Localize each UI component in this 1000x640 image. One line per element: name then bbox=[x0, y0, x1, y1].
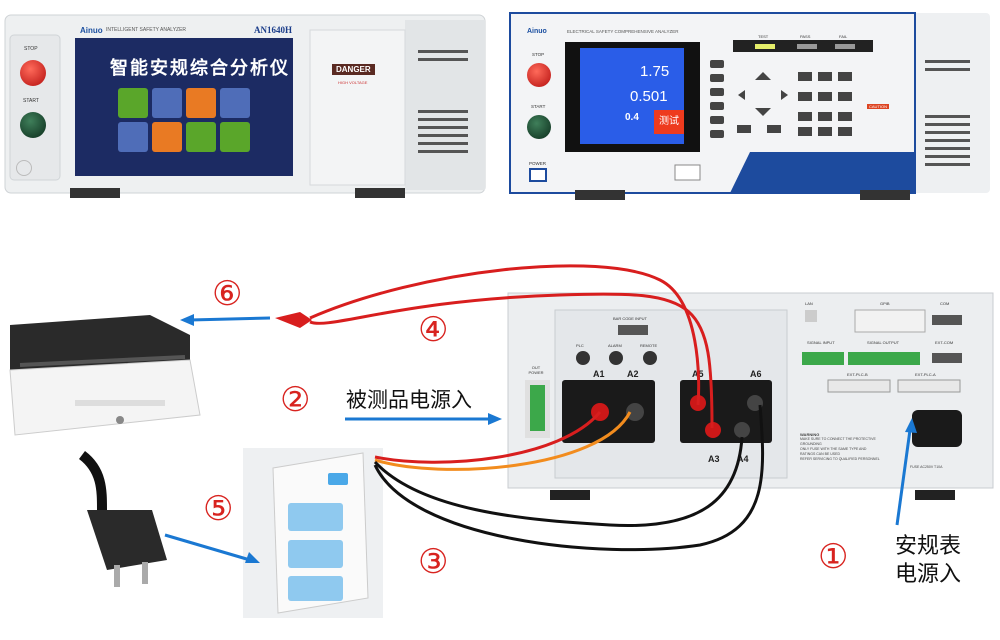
reading-1: 1.75 bbox=[640, 63, 670, 80]
ext-com-label: EXT-COM bbox=[935, 340, 954, 345]
front-analyzer-left: STOP START Ainuo INTELLIGENT SAFETY ANAL… bbox=[0, 10, 500, 200]
app-icon[interactable] bbox=[186, 122, 216, 152]
front-analyzer-right: Ainuo ELECTRICAL SAFETY COMPREHENSIVE AN… bbox=[505, 10, 1000, 200]
out-power-label: OUT POWER bbox=[528, 365, 544, 375]
rear-panel: BAR CODE INPUT PLC ALARM REMOTE OUT POWE… bbox=[505, 290, 995, 500]
screen-title: 智能安规综合分析仪 bbox=[110, 58, 290, 78]
alligator-clip bbox=[275, 312, 312, 328]
start-label: START bbox=[23, 98, 39, 104]
start-button[interactable] bbox=[527, 115, 551, 139]
port-alarm: ALARM bbox=[608, 343, 622, 348]
reading-2: 0.501 bbox=[630, 88, 668, 105]
app-icon[interactable] bbox=[118, 122, 148, 152]
app-icon[interactable] bbox=[220, 88, 250, 118]
brand-logo: Ainuo bbox=[527, 28, 547, 35]
terminal-a4: A4 bbox=[737, 454, 749, 464]
stop-button[interactable] bbox=[20, 60, 46, 86]
power-button[interactable] bbox=[16, 160, 32, 176]
com-label: COM bbox=[940, 301, 950, 306]
dut-power-in-label: 被测品电源入 bbox=[346, 388, 472, 412]
tester-power-in-label: 安规表 电源入 bbox=[895, 533, 961, 588]
indicator-fail: FAIL bbox=[839, 34, 848, 39]
warning-line: GROUNDING bbox=[800, 442, 822, 446]
stop-button[interactable] bbox=[527, 63, 551, 87]
signal-input-label: SIGNAL INPUT bbox=[807, 340, 835, 345]
high-voltage-label: HIGH VOLTAGE bbox=[338, 80, 368, 85]
ext-plc-a-label: EXT-PLC-A bbox=[915, 372, 936, 377]
app-icon[interactable] bbox=[152, 88, 182, 118]
danger-label: DANGER bbox=[332, 64, 375, 75]
app-icon[interactable] bbox=[220, 122, 250, 152]
warning-line: MAKE SURE TO CONNECT THE PROTECTIVE bbox=[800, 437, 876, 441]
lcd-screen: 1.75 0.501 0.4 测试 bbox=[580, 48, 684, 144]
terminal-a5: A5 bbox=[692, 369, 704, 379]
power-button[interactable] bbox=[529, 168, 547, 182]
gpib-label: GPIB bbox=[880, 301, 890, 306]
app-icon[interactable] bbox=[186, 88, 216, 118]
lan-label: LAN bbox=[805, 301, 813, 306]
power-strip-image bbox=[243, 448, 383, 618]
terminal-a3: A3 bbox=[708, 454, 720, 464]
warning-line: ONLY FUSE WITH THE SAME TYPE AND bbox=[800, 447, 867, 451]
model-label: AN1640H bbox=[254, 25, 292, 35]
printer-image bbox=[9, 315, 201, 436]
terminal-a2: A2 bbox=[627, 369, 639, 379]
stop-label: STOP bbox=[532, 52, 545, 57]
start-button[interactable] bbox=[20, 112, 46, 138]
terminal-a1: A1 bbox=[593, 369, 605, 379]
label-6: ⑥ bbox=[212, 274, 243, 314]
label-2: ② bbox=[280, 380, 311, 420]
indicator-test: TEST bbox=[758, 34, 769, 39]
screen-icon-grid bbox=[118, 88, 254, 152]
stop-label: STOP bbox=[24, 46, 38, 52]
label-3: ③ bbox=[418, 542, 449, 582]
start-label: START bbox=[531, 104, 546, 109]
brand-logo: Ainuo bbox=[80, 26, 103, 35]
tester-power-in-line1: 安规表 bbox=[895, 534, 962, 559]
signal-output-label: SIGNAL OUTPUT bbox=[867, 340, 900, 345]
power-plug-image bbox=[78, 451, 167, 587]
caution-label: CAUTION bbox=[867, 104, 889, 109]
app-icon[interactable] bbox=[118, 88, 148, 118]
test-button[interactable]: 测试 bbox=[654, 110, 684, 134]
power-label: POWER bbox=[529, 161, 547, 166]
tester-power-in-line2: 电源入 bbox=[895, 561, 962, 587]
warning-line: RATINGS CAN BE USED bbox=[800, 452, 840, 456]
bar-code-label: BAR CODE INPUT bbox=[613, 316, 648, 321]
indicator-pass: PASS bbox=[800, 34, 811, 39]
device-subtitle: ELECTRICAL SAFETY COMPREHENSIVE ANALYZER bbox=[567, 29, 679, 34]
label-1: ① bbox=[818, 537, 849, 577]
label-4: ④ bbox=[418, 310, 449, 350]
warning-line: REFER SERVICING TO QUALIFIED PERSONNEL bbox=[800, 457, 880, 461]
terminal-a6: A6 bbox=[750, 369, 762, 379]
app-icon[interactable] bbox=[152, 122, 182, 152]
ext-plc-b-label: EXT-PLC-B bbox=[847, 372, 868, 377]
fuse-label: FUSE AC250V T10A bbox=[910, 465, 943, 469]
device-subtitle: INTELLIGENT SAFETY ANALYZER bbox=[106, 27, 187, 33]
warning-block: WARNING MAKE SURE TO CONNECT THE PROTECT… bbox=[800, 432, 905, 462]
label-5: ⑤ bbox=[203, 489, 234, 529]
warning-title: WARNING bbox=[800, 432, 820, 437]
reading-3: 0.4 bbox=[625, 112, 639, 123]
port-remote: REMOTE bbox=[640, 343, 658, 348]
port-plc: PLC bbox=[576, 343, 584, 348]
